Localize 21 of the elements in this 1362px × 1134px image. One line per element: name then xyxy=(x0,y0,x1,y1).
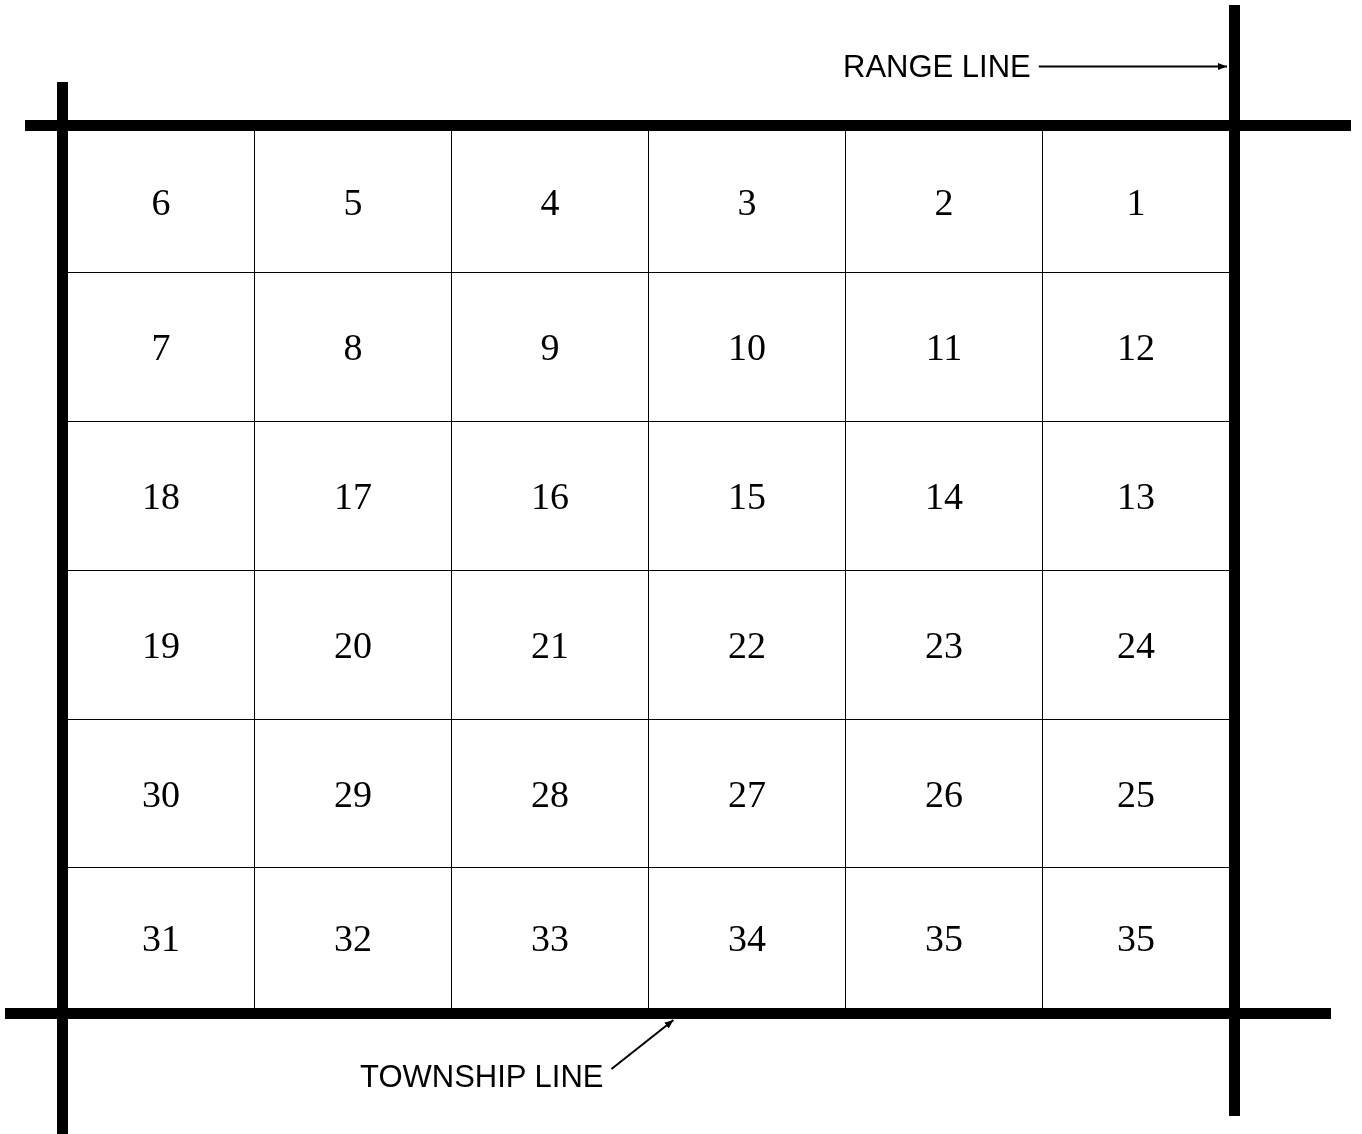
section-cell: 10 xyxy=(649,273,846,422)
section-cell: 27 xyxy=(649,720,846,868)
section-cell: 16 xyxy=(452,422,649,571)
section-cell: 20 xyxy=(255,571,452,720)
arrow xyxy=(1037,62,1228,71)
line-label: RANGE LINE xyxy=(843,51,1031,82)
section-cell: 35 xyxy=(1043,868,1229,1008)
section-cell: 9 xyxy=(452,273,649,422)
section-cell: 11 xyxy=(846,273,1043,422)
section-cell: 23 xyxy=(846,571,1043,720)
section-cell: 22 xyxy=(649,571,846,720)
section-cell: 21 xyxy=(452,571,649,720)
section-cell: 8 xyxy=(255,273,452,422)
section-cell: 28 xyxy=(452,720,649,868)
section-cell: 14 xyxy=(846,422,1043,571)
section-cell: 17 xyxy=(255,422,452,571)
arrow xyxy=(610,1019,675,1070)
section-cell: 26 xyxy=(846,720,1043,868)
line-label: TOWNSHIP LINE xyxy=(360,1061,604,1092)
section-cell: 15 xyxy=(649,422,846,571)
section-cell: 29 xyxy=(255,720,452,868)
